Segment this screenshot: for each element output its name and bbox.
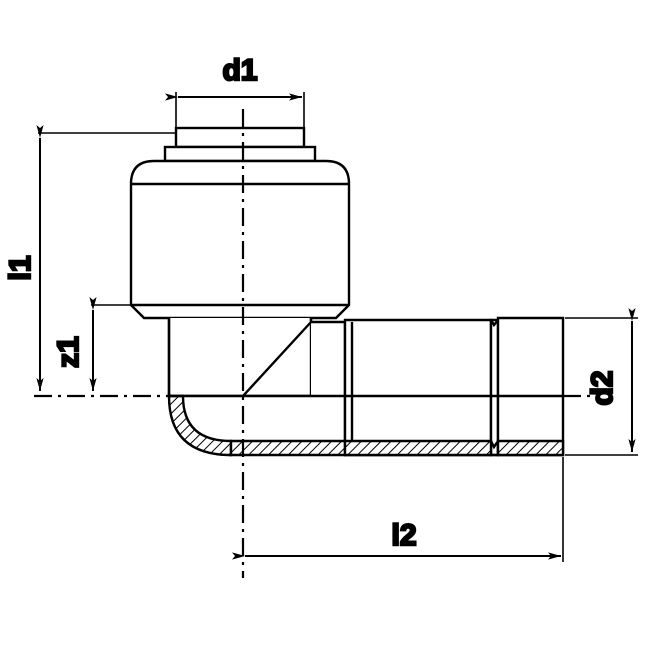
horizontal-spigot-barrel [343,318,493,457]
socket-cap-lower-step [163,145,317,163]
horizontal-spigot-end [489,316,565,457]
dimension-label-l2: l2 [391,519,416,552]
sectioned-wall-hatch [167,394,565,457]
vertical-neck [167,318,313,398]
dimension-label-d1: d1 [222,54,257,87]
dimension-label-z1: z1 [52,336,85,368]
dimension-label-d2: d2 [586,370,619,405]
dimension-label-l1: l1 [4,255,37,280]
elbow-left-wall [167,318,313,396]
dimension-d2 [565,308,638,456]
dimension-d1 [165,92,305,131]
dimension-z1 [89,297,169,391]
dimension-l2 [232,457,564,562]
socket-cap-upper-step [174,126,306,149]
socket-body [129,159,351,320]
dimension-l1 [36,125,176,391]
